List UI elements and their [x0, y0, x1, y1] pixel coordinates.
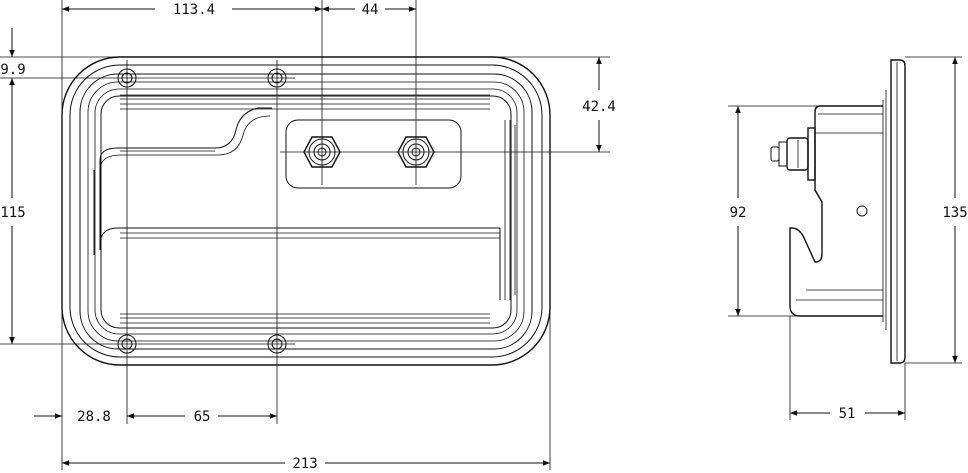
recess-ring-2: [87, 81, 525, 342]
recess-ring-3: [94, 88, 518, 335]
recess-floor: [100, 95, 512, 329]
recess-ring-1: [79, 73, 533, 350]
dim-65-label: 65: [194, 409, 211, 425]
dim-51-label: 51: [839, 406, 856, 422]
dim-51: 51: [790, 406, 905, 422]
dim-113-4-label: 113.4: [173, 2, 215, 18]
dim-135: 135: [942, 57, 968, 363]
dim-115: 115: [0, 78, 26, 344]
dim-44: 44: [322, 2, 416, 18]
terminal-plate: [285, 119, 462, 189]
bottom-channel: [120, 313, 490, 329]
side-hole: [856, 205, 868, 217]
handle-slot-upper-inner: [99, 115, 271, 169]
side-body: [789, 105, 883, 317]
dim-44-label: 44: [362, 2, 379, 18]
dim-115-label: 115: [0, 205, 25, 221]
dim-28-8-label: 28.8: [77, 409, 111, 425]
dim-65: 65: [127, 409, 277, 425]
flange-outline: [61, 56, 551, 366]
dim-28-8: 28.8: [34, 409, 111, 425]
side-terminal-post: [770, 127, 816, 181]
handle-slot-upper: [99, 107, 272, 161]
right-channel: [504, 120, 516, 300]
dim-113-4: 113.4: [62, 2, 322, 18]
side-flange: [890, 59, 906, 364]
dim-9-9: 9.9: [0, 28, 26, 78]
dim-9-9-label: 9.9: [0, 62, 25, 78]
dim-42-4: 42.4: [582, 57, 616, 152]
front-view: 113.4 44 9.9 42.4 115 28.8: [0, 0, 616, 472]
dim-92-label: 92: [730, 205, 747, 221]
flange-inner-outline: [69, 64, 543, 358]
grip-bar: [99, 227, 501, 300]
dim-135-label: 135: [942, 205, 967, 221]
dim-213: 213: [62, 456, 550, 472]
side-extension-lines: [728, 56, 962, 420]
side-view: 92 135 51: [728, 56, 968, 422]
dim-42-4-label: 42.4: [582, 99, 616, 115]
dim-92: 92: [730, 106, 747, 316]
dim-213-label: 213: [292, 456, 317, 472]
front-extension-lines: [0, 0, 610, 470]
top-channel: [120, 94, 490, 110]
